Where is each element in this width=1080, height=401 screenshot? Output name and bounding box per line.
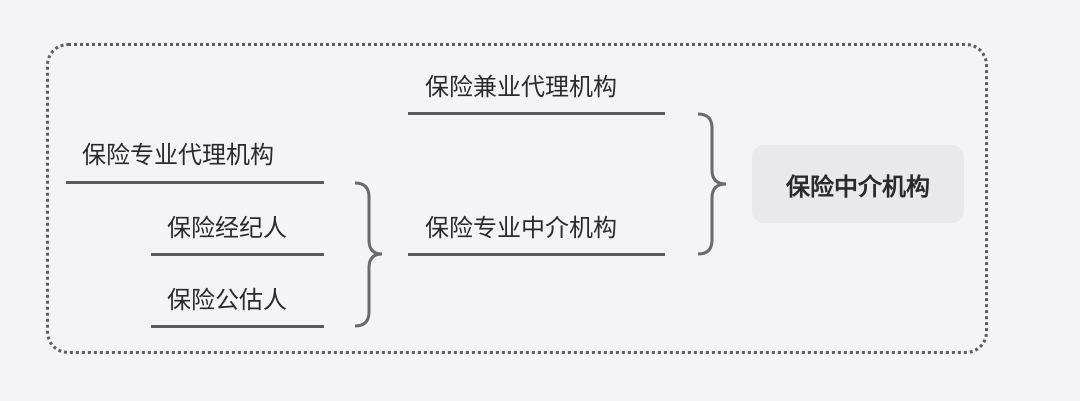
underline <box>151 253 324 256</box>
node-assessor: 保险公估人 <box>167 286 287 314</box>
underline <box>151 325 324 328</box>
root-label: 保险中介机构 <box>786 172 930 201</box>
node-professional-intermediary: 保险专业中介机构 <box>425 214 617 242</box>
node-professional-agency: 保险专业代理机构 <box>82 141 274 169</box>
brace-left <box>354 181 383 328</box>
dashed-group-frame <box>46 43 988 354</box>
underline <box>408 112 665 115</box>
node-broker-agency-sideline: 保险兼业代理机构 <box>425 73 617 101</box>
node-broker: 保险经纪人 <box>167 214 287 242</box>
underline <box>408 253 665 256</box>
underline <box>66 181 324 184</box>
root-node-insurance-intermediary: 保险中介机构 <box>752 145 964 223</box>
brace-right <box>697 112 727 256</box>
